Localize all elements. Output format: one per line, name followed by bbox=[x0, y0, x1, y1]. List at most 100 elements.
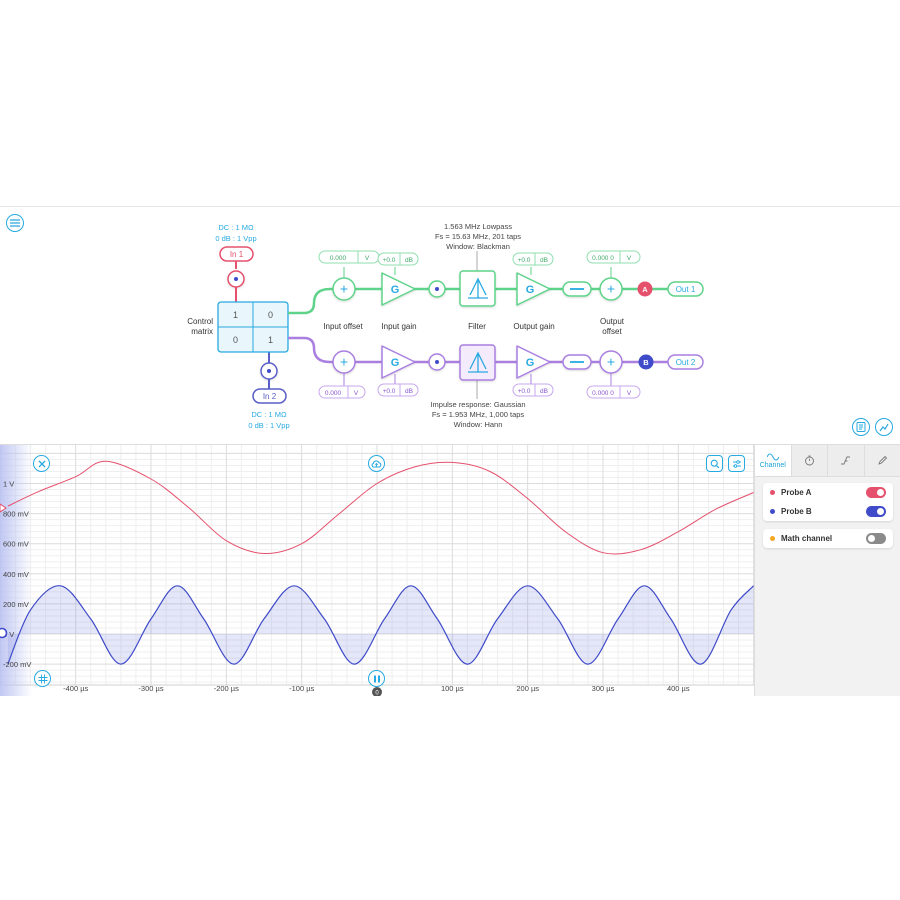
ch2-output-offset-button[interactable]: + bbox=[599, 350, 623, 374]
notes-icon bbox=[856, 422, 866, 432]
ch1-input-gain-button[interactable]: G bbox=[381, 272, 416, 306]
gain-icon: G bbox=[391, 284, 400, 296]
pause-icon bbox=[373, 675, 380, 682]
ch2-invert-button[interactable] bbox=[562, 354, 592, 370]
ch1-output-gain-field[interactable]: +0.0 dB bbox=[512, 252, 554, 266]
main-menu-button[interactable] bbox=[6, 214, 24, 232]
y-tick-label: 600 mV bbox=[3, 540, 29, 549]
offscreen-shade bbox=[0, 445, 32, 696]
ch2-input-gain-field[interactable]: +0.0 dB bbox=[377, 383, 419, 397]
sine-icon bbox=[766, 453, 779, 460]
probe-b-color-dot bbox=[770, 509, 775, 514]
ch1-output-offset-button[interactable]: + bbox=[599, 277, 623, 301]
ch1-filter-button[interactable] bbox=[459, 270, 496, 307]
close-plot-button[interactable] bbox=[33, 455, 50, 472]
notes-button[interactable] bbox=[852, 418, 870, 436]
ch2-probe-point[interactable] bbox=[428, 353, 446, 371]
ch2-input-gain-button[interactable]: G bbox=[381, 345, 416, 379]
in2-button[interactable]: In 2 bbox=[252, 388, 287, 404]
plus-icon: + bbox=[607, 354, 615, 370]
math-channel-card: Math channel bbox=[763, 529, 893, 548]
probe-a-badge[interactable]: A bbox=[637, 281, 653, 297]
ch2-input-offset-button[interactable]: + bbox=[332, 350, 356, 374]
probe-a-offset-marker[interactable] bbox=[0, 503, 7, 513]
y-tick-label: 400 mV bbox=[3, 570, 29, 579]
math-channel-label: Math channel bbox=[781, 534, 833, 543]
ch2-output-gain-unit: dB bbox=[540, 388, 548, 395]
in1-coupling: DC : 1 MΩ bbox=[218, 223, 254, 232]
x-tick-label: 100 µs bbox=[441, 684, 464, 693]
matrix-cell-21[interactable]: 0 bbox=[233, 335, 238, 345]
plus-icon: + bbox=[340, 281, 348, 297]
ch2-output-gain-field[interactable]: +0.0 dB bbox=[512, 383, 554, 397]
tab-trigger[interactable] bbox=[828, 445, 865, 476]
probe-b-badge-label: B bbox=[643, 358, 649, 367]
tab-timebase[interactable] bbox=[792, 445, 828, 476]
ch2-output-gain-button[interactable]: G bbox=[516, 345, 551, 379]
in1-button[interactable]: In 1 bbox=[219, 246, 254, 262]
ch1-probe-point[interactable] bbox=[428, 280, 446, 298]
matrix-cell-12[interactable]: 0 bbox=[268, 310, 273, 320]
out1-button[interactable]: Out 1 bbox=[667, 281, 704, 297]
zoom-icon bbox=[710, 459, 719, 468]
cloud-export-button[interactable] bbox=[368, 455, 385, 472]
ch2-output-offset-field[interactable]: 0.000 0 V bbox=[586, 385, 641, 399]
ch1-input-gain-field[interactable]: +0.0 dB bbox=[377, 252, 419, 266]
tab-channel-label: Channel bbox=[759, 461, 786, 469]
ch1-input-gain-value: +0.0 bbox=[383, 257, 396, 264]
chart-icon bbox=[879, 423, 889, 432]
in2-probe-point[interactable] bbox=[260, 362, 278, 380]
pause-button[interactable] bbox=[368, 670, 385, 687]
probe-a-label: Probe A bbox=[781, 488, 812, 497]
ch1-input-gain-unit: dB bbox=[405, 257, 413, 264]
moku-app: DC : 1 MΩ 0 dB : 1 Vpp In 1 In 2 DC : 1 … bbox=[0, 206, 900, 696]
ch1-output-offset-field[interactable]: 0.000 0 V bbox=[586, 250, 641, 264]
x-tick-label: 200 µs bbox=[516, 684, 539, 693]
probe-a-toggle[interactable] bbox=[866, 487, 886, 498]
cursors-button[interactable] bbox=[34, 670, 51, 687]
side-panel-tabs: Channel bbox=[755, 445, 900, 477]
ch1-output-gain-button[interactable]: G bbox=[516, 272, 551, 306]
pencil-icon bbox=[877, 455, 887, 465]
tab-channel[interactable]: Channel bbox=[755, 445, 792, 476]
trigger-position-marker[interactable]: 0 bbox=[372, 687, 382, 696]
ch2-filter-button[interactable] bbox=[459, 344, 496, 381]
output-gain-label: Output gain bbox=[513, 322, 554, 331]
math-channel-toggle[interactable] bbox=[866, 533, 886, 544]
x-tick-label: -100 µs bbox=[289, 684, 314, 693]
output-offset-label-1: Output bbox=[600, 317, 625, 326]
control-matrix[interactable]: 1 0 0 1 bbox=[217, 301, 289, 353]
out1-label: Out 1 bbox=[676, 285, 696, 294]
matrix-cell-22[interactable]: 1 bbox=[268, 335, 273, 345]
ch1-input-offset-button[interactable]: + bbox=[332, 277, 356, 301]
x-tick-label: 400 µs bbox=[667, 684, 690, 693]
ch2-input-gain-value: +0.0 bbox=[383, 388, 396, 395]
filter1-desc-3: Window: Blackman bbox=[446, 242, 510, 251]
ch1-output-gain-unit: dB bbox=[540, 257, 548, 264]
matrix-cell-11[interactable]: 1 bbox=[233, 310, 238, 320]
block-diagram: DC : 1 MΩ 0 dB : 1 Vpp In 1 In 2 DC : 1 … bbox=[187, 222, 704, 430]
in1-probe-point[interactable] bbox=[227, 270, 245, 288]
probe-b-offset-marker[interactable] bbox=[0, 627, 8, 639]
probe-b-label: Probe B bbox=[781, 507, 812, 516]
data-logger-button[interactable] bbox=[875, 418, 893, 436]
ch1-input-offset-field[interactable]: 0.000 V bbox=[318, 250, 380, 264]
control-matrix-label-2: matrix bbox=[191, 327, 213, 336]
probe-a-badge-label: A bbox=[642, 285, 648, 294]
probe-b-badge[interactable]: B bbox=[638, 354, 654, 370]
input-gain-label: Input gain bbox=[381, 322, 416, 331]
probe-b-toggle[interactable] bbox=[866, 506, 886, 517]
ch1-input-offset-unit: V bbox=[365, 255, 370, 262]
ch1-invert-button[interactable] bbox=[562, 281, 592, 297]
ch1-input-offset-value: 0.000 bbox=[330, 255, 347, 262]
tab-measurements[interactable] bbox=[865, 445, 900, 476]
probe-a-trace bbox=[7, 460, 754, 555]
plot-settings-button[interactable] bbox=[728, 455, 745, 472]
ch2-input-offset-field[interactable]: 0.000 V bbox=[318, 385, 366, 399]
input-offset-label: Input offset bbox=[323, 322, 363, 331]
zoom-button[interactable] bbox=[706, 455, 723, 472]
out2-button[interactable]: Out 2 bbox=[667, 354, 704, 370]
